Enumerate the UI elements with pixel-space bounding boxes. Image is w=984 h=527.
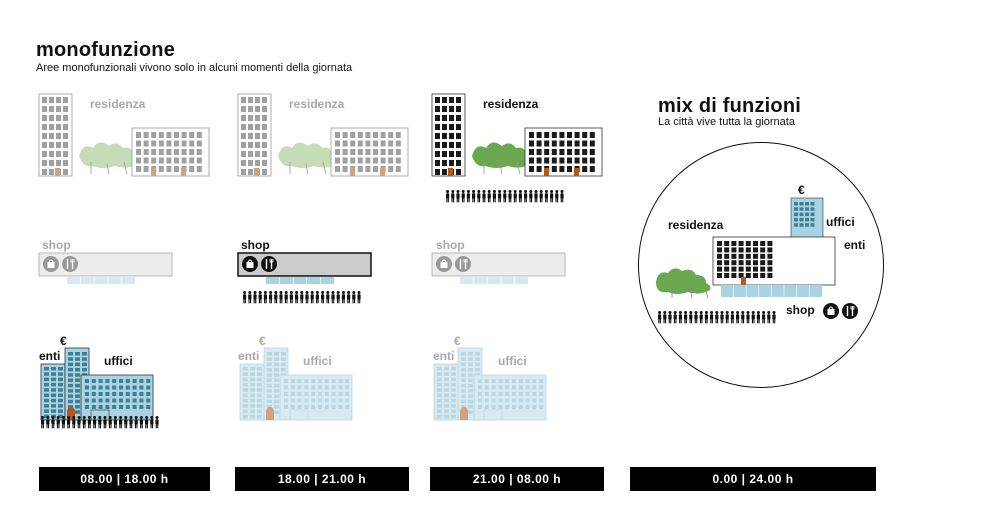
col3-office-building-icon bbox=[433, 347, 547, 421]
col2-uffici-label: uffici bbox=[303, 354, 332, 368]
col1-residence-building-icon bbox=[38, 93, 210, 177]
col3-residence-building-icon-tree-icon bbox=[472, 142, 531, 175]
mono-subtitle: Aree monofunzionali vivono solo in alcun… bbox=[36, 62, 353, 74]
time-bar-1: 08.00 | 18.00 h bbox=[39, 467, 210, 491]
col3-shop-label: shop bbox=[436, 238, 465, 252]
col1-residence-building-icon-tree-icon bbox=[79, 142, 138, 175]
mix-shop-label: shop bbox=[786, 303, 815, 317]
mix-building-icon bbox=[656, 197, 858, 319]
col3-euro-label: € bbox=[454, 334, 461, 348]
col1-office-building-icon bbox=[40, 347, 154, 421]
mix-enti-label: enti bbox=[844, 238, 866, 252]
col3-uffici-label: uffici bbox=[498, 354, 527, 368]
col2-euro-label: € bbox=[259, 334, 266, 348]
col2-shop-label: shop bbox=[241, 238, 270, 252]
fork-knife-icon bbox=[261, 256, 277, 272]
col3-residenza-crowd-icon bbox=[446, 190, 564, 203]
col3-residenza-label: residenza bbox=[483, 97, 539, 111]
mix-title: mix di funzioni bbox=[658, 95, 801, 117]
col3-shop-building-icon bbox=[431, 252, 566, 284]
col1-uffici-label: uffici bbox=[104, 354, 133, 368]
mix-circle bbox=[638, 142, 884, 388]
time-bar-2: 18.00 | 21.00 h bbox=[235, 467, 409, 491]
mix-residenza-label: residenza bbox=[668, 218, 724, 232]
mix-shop-icons bbox=[823, 303, 858, 319]
col2-enti-label: enti bbox=[238, 349, 260, 363]
fork-knife-icon bbox=[62, 256, 78, 272]
col1-residenza-label: residenza bbox=[90, 97, 146, 111]
mix-uffici-label: uffici bbox=[826, 215, 855, 229]
col1-offices-crowd-icon bbox=[41, 416, 159, 429]
mix-tree-icon bbox=[656, 268, 711, 299]
col2-shop-crowd-icon bbox=[243, 291, 361, 304]
col2-shop-building-icon bbox=[237, 252, 372, 284]
col3-residence-building-icon bbox=[431, 93, 603, 177]
col1-enti-label: enti bbox=[39, 349, 61, 363]
col1-euro-label: € bbox=[60, 334, 67, 348]
fork-knife-icon bbox=[842, 303, 858, 319]
shopping-bag-icon bbox=[823, 303, 839, 319]
mix-subtitle: La città vive tutta la giornata bbox=[658, 116, 795, 128]
col2-residence-building-icon-tree-icon bbox=[278, 142, 337, 175]
time-bar-mix: 0.00 | 24.00 h bbox=[630, 467, 876, 491]
shopping-bag-icon bbox=[43, 256, 59, 272]
time-bar-3: 21.00 | 08.00 h bbox=[430, 467, 604, 491]
col1-shop-label: shop bbox=[42, 238, 71, 252]
fork-knife-icon bbox=[455, 256, 471, 272]
mono-title: monofunzione bbox=[36, 39, 176, 61]
col2-office-building-icon bbox=[239, 347, 353, 421]
shopping-bag-icon bbox=[436, 256, 452, 272]
col2-residenza-label: residenza bbox=[289, 97, 345, 111]
mix-crowd-icon bbox=[658, 311, 776, 324]
col2-residence-building-icon bbox=[237, 93, 409, 177]
col1-shop-building-icon bbox=[38, 252, 173, 284]
col3-enti-label: enti bbox=[433, 349, 455, 363]
mix-euro-label: € bbox=[798, 183, 805, 197]
shopping-bag-icon bbox=[242, 256, 258, 272]
